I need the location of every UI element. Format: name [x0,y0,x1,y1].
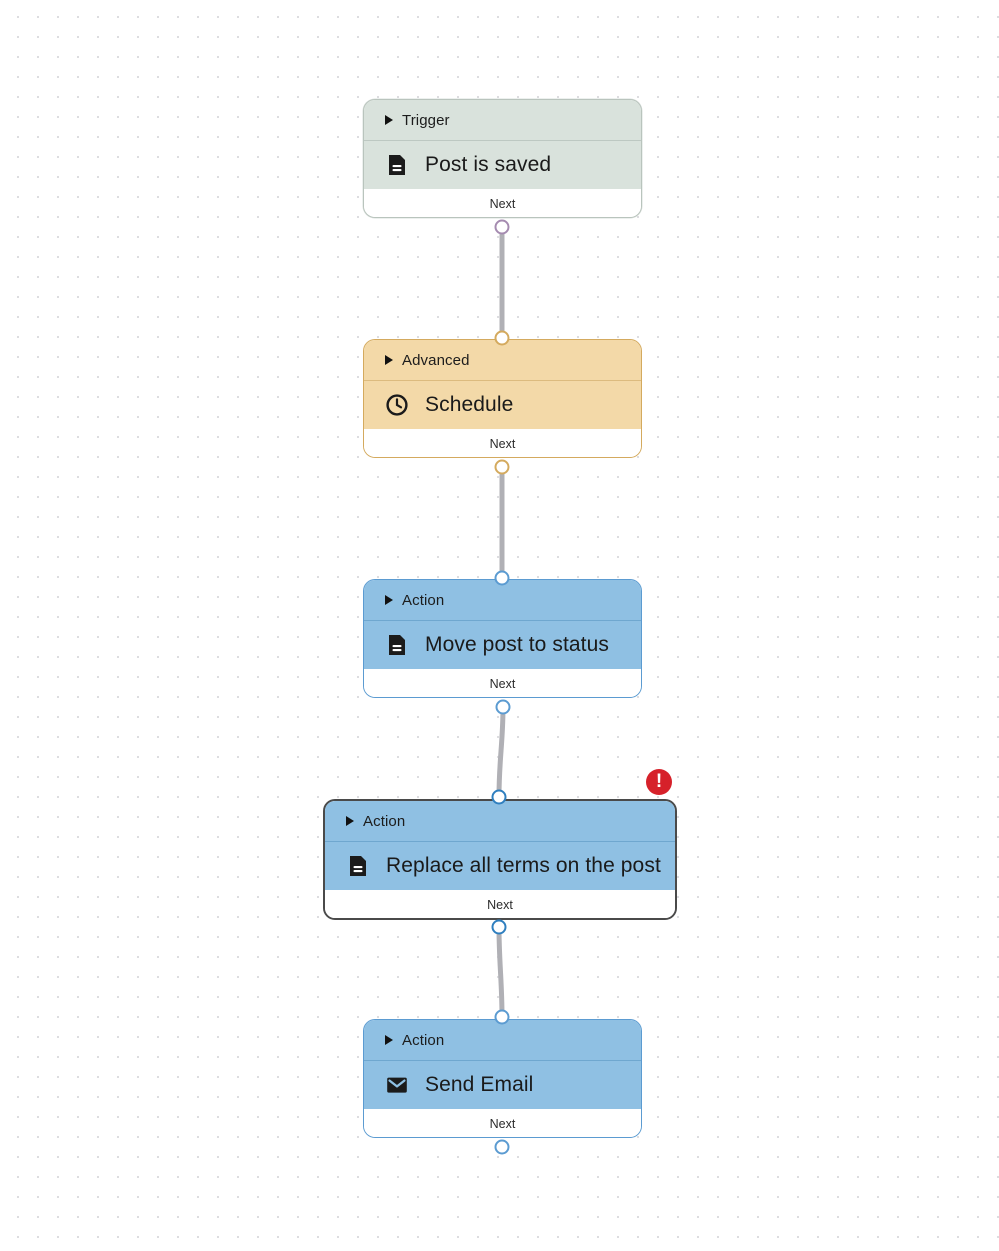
node-category-label: Action [402,591,445,609]
edge-replace-terms-to-send-email [496,924,505,1020]
node-header[interactable]: Trigger [364,100,641,141]
input-port-action-move-post-to-status[interactable] [494,570,510,586]
workflow-node-action-replace-all-terms-on-the-post[interactable]: Action Replace all terms on the post Nex… [323,799,677,920]
node-body[interactable]: Move post to status [364,621,641,669]
node-category-label: Action [402,1031,445,1049]
node-error-badge[interactable]: ! [646,769,672,795]
node-body[interactable]: Send Email [364,1061,641,1109]
output-port-action-replace-all-terms-on-the-post[interactable] [491,919,507,935]
output-port-advanced-schedule[interactable] [494,459,510,475]
error-exclamation-icon: ! [655,770,663,792]
node-header[interactable]: Advanced [364,340,641,381]
node-next-label: Next [489,196,516,211]
node-header[interactable]: Action [325,801,675,842]
chevron-right-icon[interactable] [346,816,354,826]
document-icon [385,633,409,657]
node-label: Send Email [425,1073,534,1096]
node-header[interactable]: Action [364,1020,641,1061]
edge-move-post-to-replace-terms [496,704,506,800]
node-label: Move post to status [425,633,609,656]
chevron-right-icon[interactable] [385,115,393,125]
workflow-node-action-send-email[interactable]: Action Send Email Next [363,1019,642,1138]
node-label: Replace all terms on the post [386,854,661,877]
workflow-node-trigger-post-is-saved[interactable]: Trigger Post is saved Next [363,99,642,218]
node-body[interactable]: Replace all terms on the post [325,842,675,890]
node-next-row[interactable]: Next [364,429,641,457]
node-category-label: Advanced [402,351,470,369]
node-next-row[interactable]: Next [364,669,641,697]
node-label: Schedule [425,393,514,416]
clock-icon [385,393,409,417]
envelope-icon [385,1073,409,1097]
node-next-row[interactable]: Next [325,890,675,918]
workflow-node-action-move-post-to-status[interactable]: Action Move post to status Next [363,579,642,698]
document-icon [346,854,370,878]
node-next-label: Next [489,676,516,691]
node-category-label: Action [363,812,406,830]
node-next-row[interactable]: Next [364,1109,641,1137]
node-next-row[interactable]: Next [364,189,641,217]
workflow-node-advanced-schedule[interactable]: Advanced Schedule Next [363,339,642,458]
chevron-right-icon[interactable] [385,355,393,365]
chevron-right-icon[interactable] [385,595,393,605]
node-header[interactable]: Action [364,580,641,621]
input-port-action-send-email[interactable] [494,1009,510,1025]
node-body[interactable]: Post is saved [364,141,641,189]
node-next-label: Next [489,1116,516,1131]
document-icon [385,153,409,177]
node-next-label: Next [489,436,516,451]
chevron-right-icon[interactable] [385,1035,393,1045]
input-port-advanced-schedule[interactable] [494,330,510,346]
output-port-action-move-post-to-status[interactable] [495,699,511,715]
node-next-label: Next [487,897,513,912]
node-label: Post is saved [425,153,552,176]
node-category-label: Trigger [402,111,450,129]
node-body[interactable]: Schedule [364,381,641,429]
output-port-action-send-email[interactable] [494,1139,510,1155]
output-port-trigger-post-is-saved[interactable] [494,219,510,235]
input-port-action-replace-all-terms-on-the-post[interactable] [491,789,507,805]
